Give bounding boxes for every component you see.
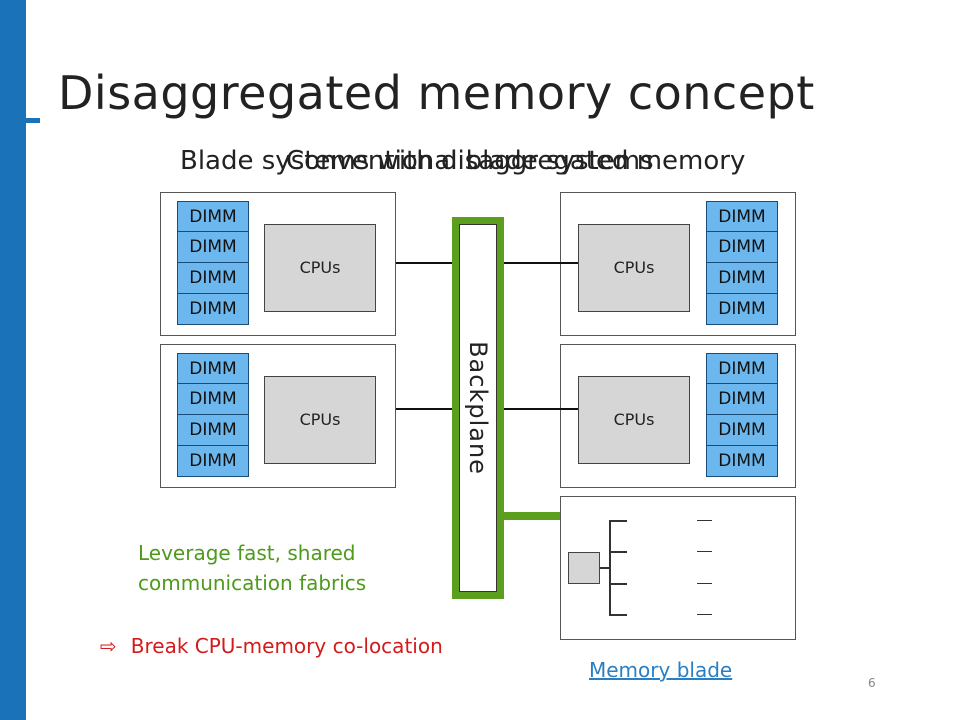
leverage-callout: Leverage fast, shared communication fabr… bbox=[138, 538, 366, 598]
memory-blade-label: Memory blade bbox=[589, 658, 733, 682]
memory-bus-trunk bbox=[609, 520, 611, 616]
dimm-module: DIMM bbox=[706, 294, 778, 325]
cpu-block-top-right: CPUs bbox=[578, 224, 690, 312]
memory-controller-chip bbox=[568, 552, 600, 584]
dimm-module: DIMM bbox=[177, 263, 249, 294]
leverage-line-2: communication fabrics bbox=[138, 571, 367, 595]
cpu-block-bottom-right: CPUs bbox=[578, 376, 690, 464]
arrow-right-icon: ⇨ bbox=[100, 634, 117, 658]
link-wire-bottom-left bbox=[396, 408, 460, 410]
backplane-label: Backplane bbox=[464, 341, 492, 475]
dimm-stack-top-left: DIMM DIMM DIMM DIMM bbox=[177, 201, 249, 325]
dimm-module: DIMM bbox=[177, 294, 249, 325]
memory-bus-branch bbox=[609, 614, 627, 616]
dimm-stack-bottom-left: DIMM DIMM DIMM DIMM bbox=[177, 353, 249, 477]
memory-module-dash bbox=[697, 520, 712, 521]
memory-module-dash bbox=[697, 614, 712, 615]
dimm-module: DIMM bbox=[706, 232, 778, 263]
dimm-module: DIMM bbox=[706, 263, 778, 294]
cpu-block-bottom-left: CPUs bbox=[264, 376, 376, 464]
dimm-module: DIMM bbox=[177, 232, 249, 263]
backplane: Backplane bbox=[459, 224, 497, 592]
break-callout: ⇨ Break CPU-memory co-location bbox=[100, 634, 443, 658]
link-wire-bottom-right bbox=[496, 408, 578, 410]
page-title: Disaggregated memory concept bbox=[58, 66, 815, 120]
dimm-module: DIMM bbox=[177, 415, 249, 446]
cpu-block-top-left: CPUs bbox=[264, 224, 376, 312]
page-number: 6 bbox=[868, 676, 876, 690]
link-wire-top-right bbox=[496, 262, 578, 264]
sidebar-accent-bar bbox=[0, 0, 26, 720]
memory-module-dash bbox=[697, 551, 712, 552]
dimm-module: DIMM bbox=[177, 353, 249, 384]
memory-bus-branch bbox=[609, 520, 627, 522]
memory-bus-stub bbox=[600, 567, 610, 569]
dimm-module: DIMM bbox=[706, 446, 778, 477]
subtitle-disaggregated: Blade systems with disaggregated memory bbox=[180, 146, 746, 176]
dimm-module: DIMM bbox=[706, 201, 778, 232]
memory-module-dash bbox=[697, 583, 712, 584]
link-wire-top-left bbox=[396, 262, 460, 264]
dimm-module: DIMM bbox=[706, 415, 778, 446]
dimm-module: DIMM bbox=[177, 384, 249, 415]
dimm-stack-bottom-right: DIMM DIMM DIMM DIMM bbox=[706, 353, 778, 477]
sidebar-accent-notch bbox=[26, 118, 40, 123]
dimm-module: DIMM bbox=[706, 353, 778, 384]
dimm-module: DIMM bbox=[177, 201, 249, 232]
dimm-module: DIMM bbox=[706, 384, 778, 415]
memory-bus-branch bbox=[609, 551, 627, 553]
dimm-module: DIMM bbox=[177, 446, 249, 477]
leverage-line-1: Leverage fast, shared bbox=[138, 541, 356, 565]
break-text: Break CPU-memory co-location bbox=[130, 634, 443, 658]
subtitle-conventional: Conventional blade systems bbox=[286, 146, 654, 176]
fabric-link-memory-blade bbox=[496, 512, 560, 520]
memory-bus-branch bbox=[609, 583, 627, 585]
dimm-stack-top-right: DIMM DIMM DIMM DIMM bbox=[706, 201, 778, 325]
